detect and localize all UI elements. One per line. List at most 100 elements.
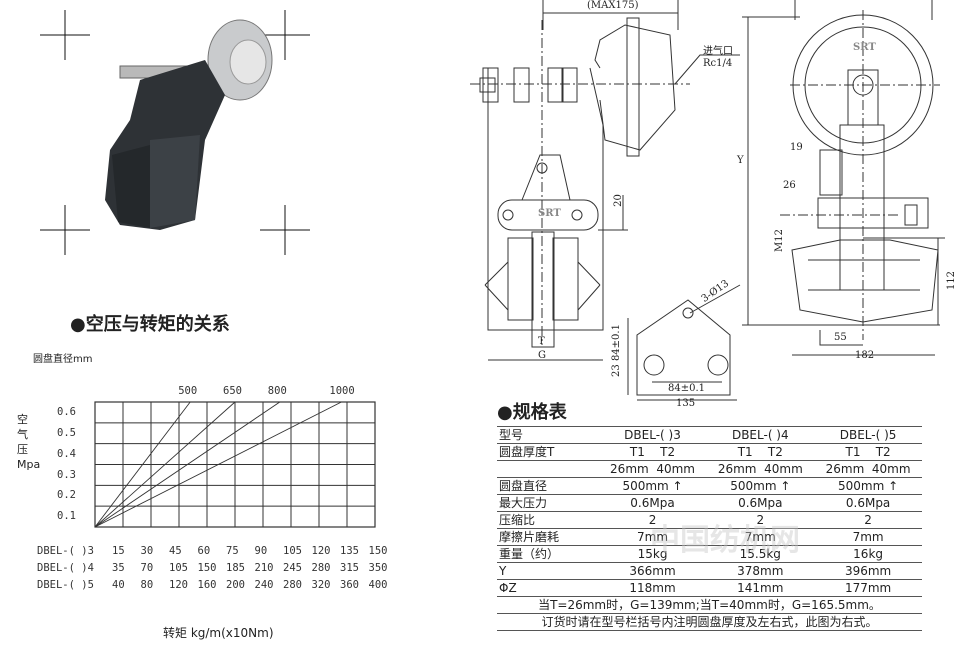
- spec-note2: 订货时请在型号栏括号内注明圆盘厚度及左右式，此图为右式。: [497, 613, 922, 631]
- torque-value: 315: [340, 562, 359, 574]
- y-tick-label: 0.1: [57, 510, 76, 523]
- torque-value: 15: [112, 545, 125, 557]
- spec-cell: 500mm ↑: [814, 477, 922, 495]
- torque-value: 150: [368, 545, 388, 557]
- dim-26: 26: [783, 180, 796, 191]
- air-inlet-label: 进气口: [703, 46, 733, 57]
- spec-cell: 2: [598, 511, 707, 529]
- torque-value: 80: [140, 579, 154, 591]
- y-tick-label: 0.4: [57, 447, 76, 460]
- spec-row-label: 摩擦片磨耗: [497, 528, 599, 546]
- spec-cell: 0.6Mpa: [706, 494, 815, 512]
- spec-cell: DBEL-( )3: [598, 426, 707, 444]
- y-tick-label: 0.3: [57, 468, 76, 481]
- torque-row-model: DBEL-( )5: [37, 579, 94, 591]
- spec-cell: 500mm ↑: [598, 477, 707, 495]
- spec-cell: 366mm: [598, 562, 707, 580]
- dim-55: 55: [834, 332, 847, 343]
- torque-value: 150: [197, 562, 217, 574]
- front-logo: SRT: [853, 42, 876, 53]
- spec-row-label: 圆盘直径: [497, 477, 599, 495]
- torque-value: 90: [254, 545, 268, 557]
- spec-cell: 141mm: [706, 579, 815, 597]
- torque-value: 245: [283, 562, 302, 574]
- dim-g: G: [538, 350, 546, 361]
- max-dimension-label: (MAX175): [585, 0, 641, 12]
- y-tick-label: 0.2: [57, 489, 76, 502]
- torque-row-model: DBEL-( )4: [37, 562, 94, 574]
- spec-cell: T1 T2: [598, 443, 707, 461]
- spec-row-label: 压缩比: [497, 511, 599, 529]
- torque-value: 120: [169, 579, 188, 591]
- spec-cell: 177mm: [814, 579, 922, 597]
- spec-cell: 378mm: [706, 562, 815, 580]
- spec-row-label: 型号: [497, 426, 599, 444]
- spec-cell: 7mm: [814, 528, 922, 546]
- series-line-1000: [94, 401, 342, 528]
- torque-value: 35: [112, 562, 125, 574]
- side-logo: SRT: [538, 208, 561, 219]
- spec-cell: 15kg: [598, 545, 707, 563]
- y-axis-label: 空气压 Mpa: [17, 413, 41, 471]
- spec-cell: 26mm 40mm: [706, 460, 815, 478]
- torque-value: 240: [254, 579, 274, 591]
- spec-row-label: Y: [497, 562, 599, 580]
- watermark: 中国纺机网: [650, 523, 800, 558]
- torque-value: 185: [226, 562, 245, 574]
- spec-cell: 0.6Mpa: [814, 494, 922, 512]
- torque-value: 360: [340, 579, 359, 591]
- y-tick-label: 0.6: [57, 406, 76, 418]
- bracket-width-dim: 135: [676, 398, 696, 409]
- torque-value: 160: [197, 579, 217, 591]
- dim-t: T: [538, 336, 545, 347]
- series-label: 1000: [329, 385, 355, 397]
- dim-19: 19: [790, 142, 803, 153]
- x-axis-label: 转矩 kg/m(x10Nm): [163, 626, 274, 640]
- series-line-650: [94, 401, 236, 528]
- spec-cell: T1 T2: [706, 443, 815, 461]
- spec-note1: 当T=26mm时，G=139mm;当T=40mm时，G=165.5mm。: [497, 596, 922, 614]
- spec-row-label: ΦZ: [497, 579, 599, 597]
- spec-cell: DBEL-( )5: [814, 426, 922, 444]
- spec-cell: 15.5kg: [706, 545, 815, 563]
- torque-value: 105: [169, 562, 188, 574]
- spec-row-label: 重量（约）: [497, 545, 599, 563]
- torque-value: 400: [368, 579, 388, 591]
- torque-value: 45: [169, 545, 182, 557]
- torque-value: 200: [226, 579, 245, 591]
- spec-cell: 2: [814, 511, 922, 529]
- torque-value: 40: [112, 579, 125, 591]
- spec-row-label: [497, 460, 599, 478]
- spec-section-title: ●规格表: [497, 402, 567, 423]
- air-thread-label: Rc1/4: [703, 58, 733, 69]
- spec-cell: 396mm: [814, 562, 922, 580]
- torque-value: 30: [140, 545, 154, 557]
- torque-value: 75: [226, 545, 239, 557]
- spec-cell: 16kg: [814, 545, 922, 563]
- dim-182: 182: [855, 350, 875, 361]
- dim-y: Y: [737, 155, 744, 166]
- spec-cell: 0.6Mpa: [598, 494, 707, 512]
- disk-diameter-label: 圆盘直径mm: [33, 354, 93, 365]
- torque-row-model: DBEL-( )3: [37, 545, 94, 557]
- torque-value: 60: [197, 545, 211, 557]
- torque-section-title: ●空压与转矩的关系: [70, 314, 230, 335]
- torque-value: 70: [140, 562, 154, 574]
- torque-value: 120: [311, 545, 331, 557]
- spec-cell: 7mm: [706, 528, 815, 546]
- spec-row-label: 圆盘厚度T: [497, 443, 599, 461]
- series-line-500: [94, 401, 191, 528]
- spec-cell: 2: [706, 511, 815, 529]
